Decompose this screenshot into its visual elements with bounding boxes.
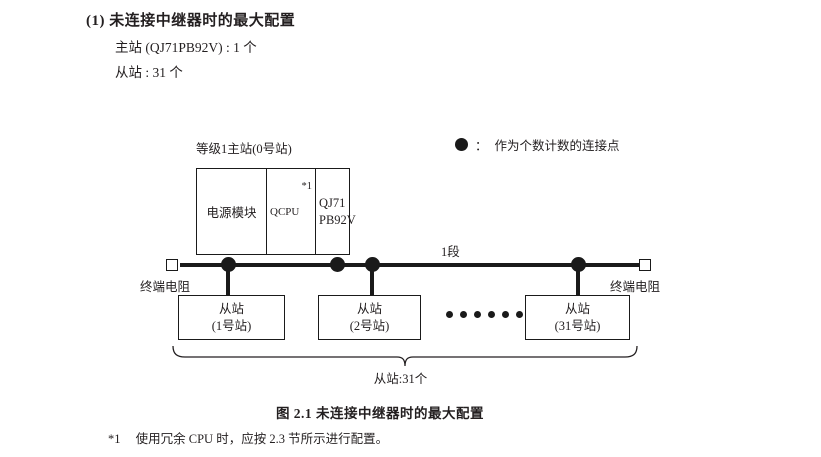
cpu-module-cell: QCPU *1 [266,169,316,254]
figure-caption: 图 2.1 未连接中继器时的最大配置 [275,406,485,421]
slave-drop-line [370,264,374,295]
network-module-cell: QJ71 PB92V [316,169,356,254]
ellipsis-dot [446,311,453,318]
legend-label: 作为个数计数的连接点 [494,139,620,153]
ellipsis-dot [460,311,467,318]
slave-range-brace [172,345,638,372]
page-title: (1) 未连接中继器时的最大配置 [86,9,295,30]
ellipsis-dot [474,311,481,318]
slave-station-number: (31号站) [554,318,601,333]
ellipsis-dots-icon [446,311,523,318]
slave-total-label: 从站:31个 [373,372,428,386]
terminating-resistor-left-icon [166,259,178,271]
terminating-resistor-left-label: 终端电阻 [140,280,191,294]
filled-circle-icon [455,138,468,151]
master-station-label: 等级1主站(0号站) [196,142,292,156]
footnote-marker: *1 [108,432,121,446]
network-module-label: QJ71 PB92V [319,195,356,229]
connection-point-node [330,257,345,272]
slave-station-box: 从站 (2号站) [318,295,421,340]
legend: ： 作为个数计数的连接点 [455,135,620,154]
cpu-footnote-marker: *1 [301,181,313,192]
legend-separator: ： [475,139,488,153]
slave-drop-line [576,264,580,295]
heading-master-count: 主站 (QJ71PB92V) : 1 个 [115,40,257,55]
bus-line [180,263,646,267]
ellipsis-dot [488,311,495,318]
footnote: *1 使用冗余 CPU 时，应按 2.3 节所示进行配置。 [108,428,388,447]
heading-number: (1) [86,13,105,29]
master-rack: 电源模块 QCPU *1 QJ71 PB92V [196,168,356,255]
network-module-line1: QJ71 [319,195,346,210]
slave-drop-line [226,264,230,295]
slave-station-box: 从站 (31号站) [525,295,630,340]
brace-shape [172,345,638,367]
heading-title-text: 未连接中继器时的最大配置 [109,13,296,29]
network-module-line2: PB92V [319,212,356,227]
slave-station-number: (2号站) [349,318,390,333]
slave-station-box: 从站 (1号站) [178,295,285,340]
footnote-text: 使用冗余 CPU 时，应按 2.3 节所示进行配置。 [135,432,389,446]
segment-label: 1段 [441,245,460,259]
slave-station-number: (1号站) [211,318,252,333]
ellipsis-dot [516,311,523,318]
terminating-resistor-right-icon [639,259,651,271]
cpu-module-label: QCPU [270,205,300,218]
ellipsis-dot [502,311,509,318]
terminating-resistor-right-label: 终端电阻 [610,280,661,294]
slave-station-name: 从站 [564,301,590,316]
slave-station-name: 从站 [218,301,244,316]
slave-station-name: 从站 [356,301,382,316]
power-module-label: 电源模块 [206,206,257,220]
heading-slave-count: 从站 : 31 个 [115,65,183,80]
power-module-cell: 电源模块 [197,169,266,254]
